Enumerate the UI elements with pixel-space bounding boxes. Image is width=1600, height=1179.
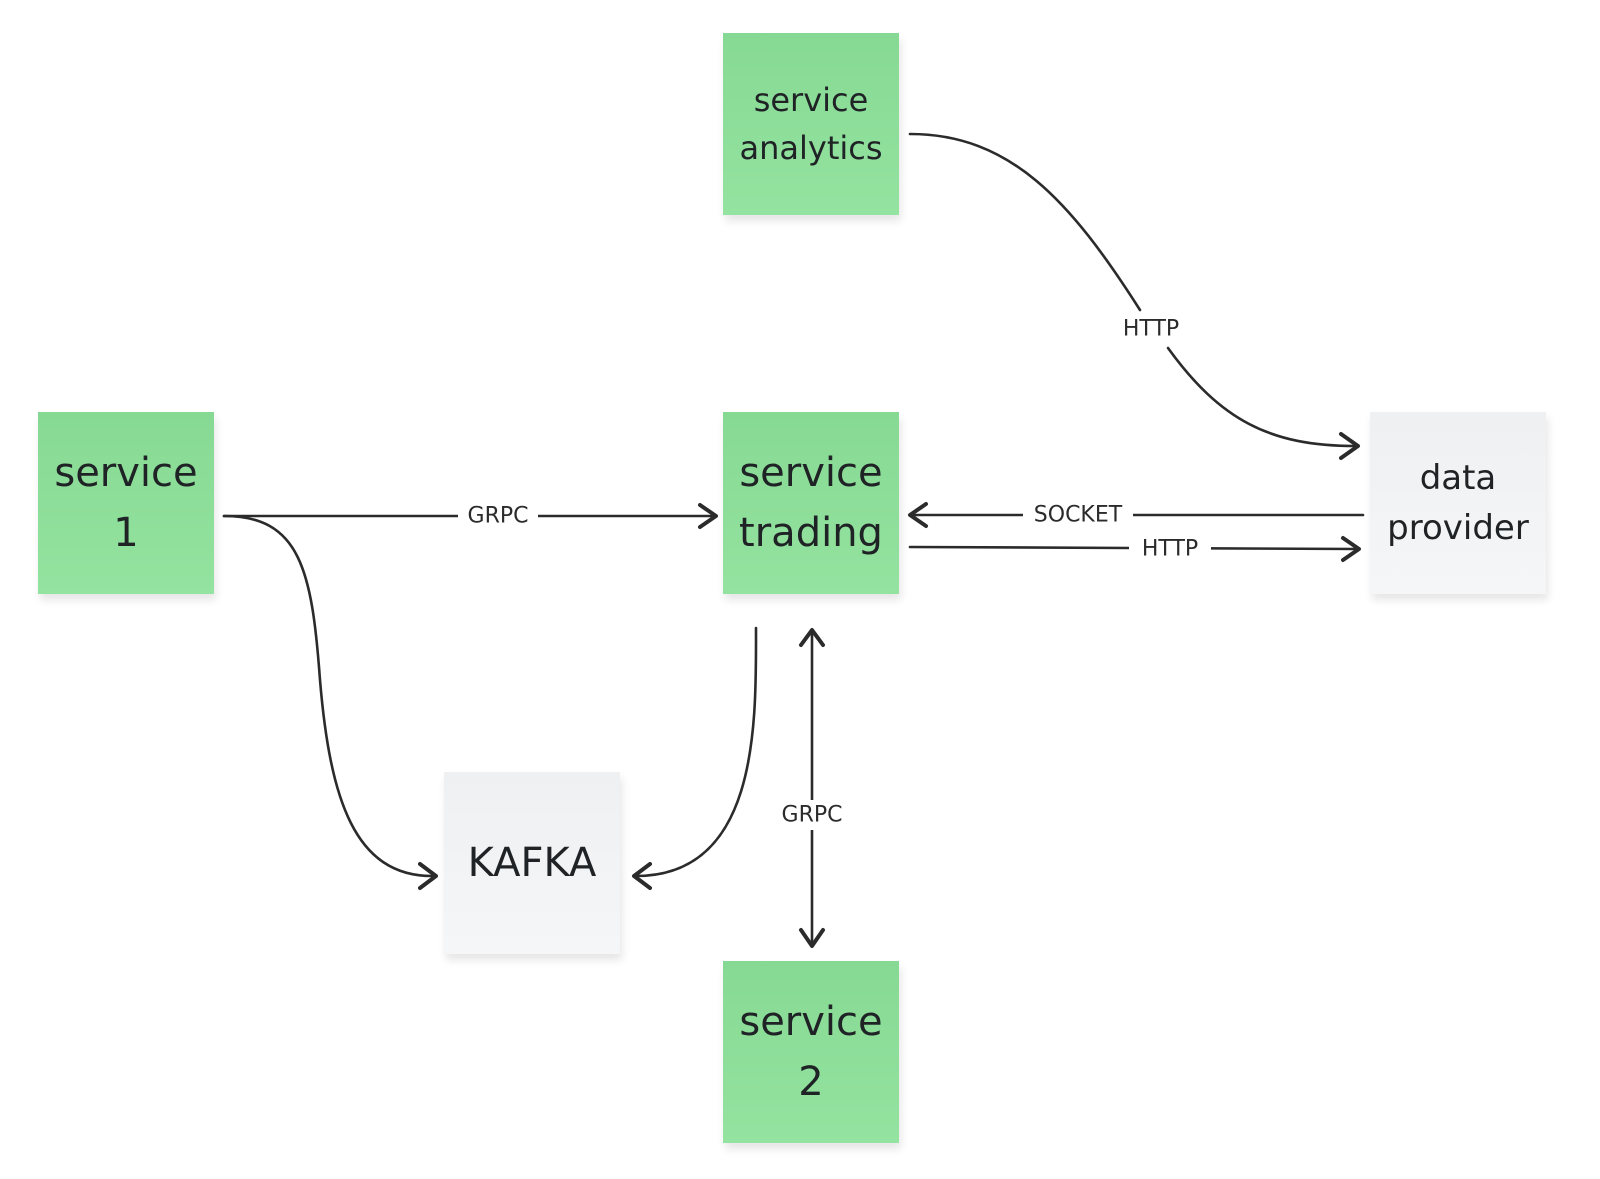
- node-kafka[interactable]: KAFKA: [444, 772, 620, 954]
- edge-label-bg: [1129, 534, 1211, 564]
- node-service-analytics[interactable]: service analytics: [723, 33, 899, 215]
- node-label: service trading: [739, 450, 883, 556]
- node-label: service 2: [739, 999, 883, 1105]
- edge-service1-to-kafka: [222, 514, 438, 890]
- node-label: service 1: [54, 450, 198, 556]
- edge-label-grpc-service1: GRPC: [468, 504, 529, 529]
- node-label: data provider: [1387, 458, 1529, 548]
- edge-line: [1166, 346, 1357, 448]
- edge-label-grpc-service2: GRPC: [782, 803, 843, 828]
- node-label: KAFKA: [467, 840, 597, 886]
- arrowhead: [799, 928, 825, 948]
- edge-label-bg: [458, 501, 538, 531]
- node-data-provider[interactable]: data provider: [1370, 412, 1546, 594]
- edge-trading-to-provider: HTTP: [908, 534, 1361, 564]
- edge-trading-service2: GRPC: [772, 628, 852, 948]
- arrowhead: [799, 628, 825, 647]
- node-label: service analytics: [739, 81, 883, 167]
- arrowhead: [1339, 432, 1360, 460]
- edge-line: [222, 514, 434, 878]
- edge-analytics-to-provider: HTTP: [908, 132, 1360, 460]
- node-service-2[interactable]: service 2: [723, 961, 899, 1143]
- arrowhead: [1341, 536, 1361, 562]
- edge-trading-to-kafka: [632, 626, 758, 890]
- arrowhead: [698, 503, 718, 529]
- edge-label-socket: SOCKET: [1034, 503, 1123, 528]
- edge-line: [908, 132, 1142, 312]
- edge-provider-to-trading: SOCKET: [908, 500, 1365, 530]
- node-service-trading[interactable]: service trading: [723, 412, 899, 594]
- edge-service1-to-trading: GRPC: [222, 501, 718, 531]
- edge-label-bg: [1023, 500, 1133, 530]
- edge-line: [634, 626, 758, 878]
- edge-label-bg: [772, 800, 852, 830]
- edge-label-http-analytics: HTTP: [1123, 317, 1179, 342]
- arrowhead: [632, 862, 652, 890]
- edge-label-http-trading: HTTP: [1142, 537, 1198, 562]
- arrowhead: [908, 502, 928, 528]
- node-service-1[interactable]: service 1: [38, 412, 214, 594]
- arrowhead: [418, 862, 438, 890]
- edge-label-bg: [1115, 314, 1187, 344]
